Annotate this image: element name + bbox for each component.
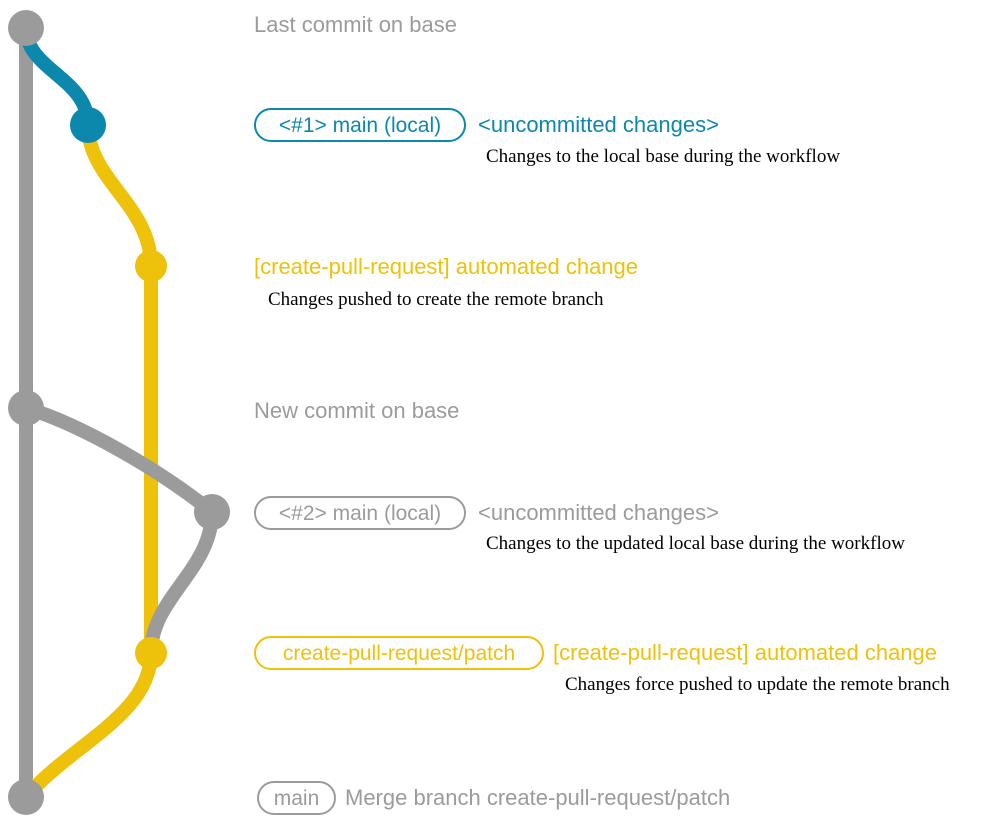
commit-node-new-on-base[interactable] bbox=[8, 390, 44, 426]
row-desc-automated-change-2: Changes force pushed to update the remot… bbox=[565, 674, 950, 695]
edge-local-1-to-automated-1 bbox=[81, 118, 158, 273]
commit-node-local-2[interactable] bbox=[194, 494, 230, 530]
edge-automated-2-to-merge bbox=[19, 646, 158, 804]
row-title-merge-commit: Merge branch create-pull-request/patch bbox=[345, 785, 731, 810]
commit-node-automated-1[interactable] bbox=[135, 250, 167, 282]
branch-pill-main[interactable]: main bbox=[257, 781, 336, 815]
row-desc-automated-change-1: Changes pushed to create the remote bran… bbox=[268, 289, 604, 310]
edge-local-2-to-automated-2 bbox=[144, 505, 219, 660]
row-title-uncommitted-changes-1: <uncommitted changes> bbox=[478, 112, 719, 137]
row-title-automated-change-2: [create-pull-request] automated change bbox=[553, 640, 938, 665]
row-title-uncommitted-changes-2: <uncommitted changes> bbox=[478, 500, 719, 525]
commit-node-local-1[interactable] bbox=[70, 107, 106, 143]
row-title-automated-change-1: [create-pull-request] automated change bbox=[254, 254, 639, 279]
commit-node-automated-2[interactable] bbox=[135, 637, 167, 669]
graph-edges bbox=[19, 21, 219, 804]
row-title-new-commit-on-base: New commit on base bbox=[254, 398, 460, 423]
commit-node-last-on-base[interactable] bbox=[8, 10, 44, 46]
row-desc-local-change-1: Changes to the local base during the wor… bbox=[486, 146, 841, 167]
branch-pill-main-local-1[interactable]: <#1> main (local) bbox=[254, 108, 466, 142]
graph-nodes bbox=[8, 10, 230, 815]
commit-node-merge[interactable] bbox=[8, 779, 44, 815]
branch-pill-main-local-2[interactable]: <#2> main (local) bbox=[254, 496, 466, 530]
row-desc-local-change-2: Changes to the updated local base during… bbox=[486, 533, 905, 554]
branch-pill-create-pull-request-patch[interactable]: create-pull-request/patch bbox=[254, 636, 544, 670]
edge-base-to-local-2 bbox=[19, 401, 219, 519]
row-title-last-commit-on-base: Last commit on base bbox=[254, 12, 457, 37]
